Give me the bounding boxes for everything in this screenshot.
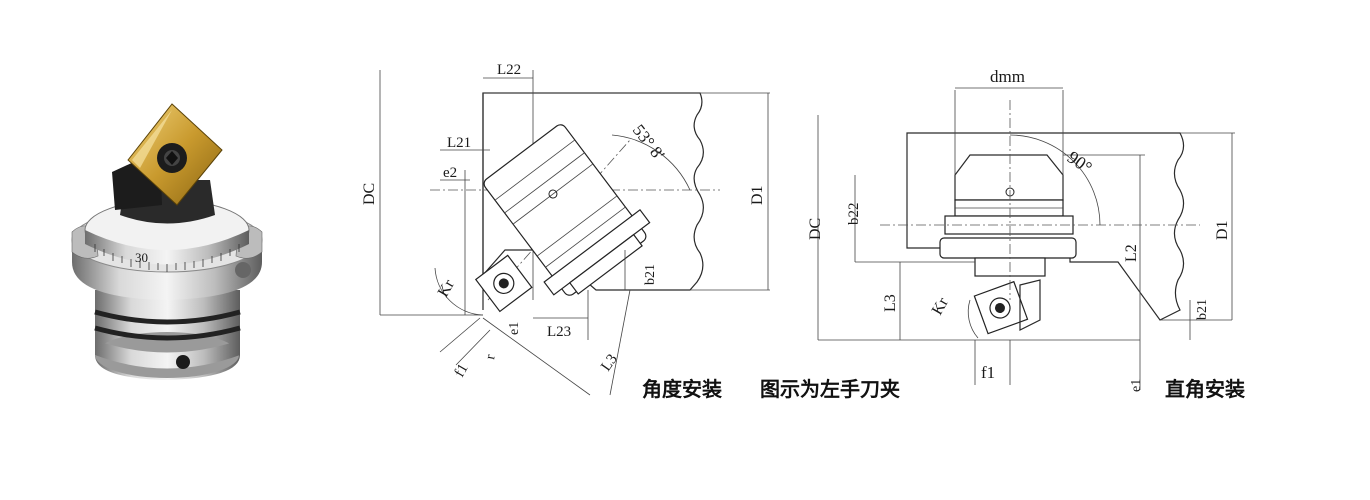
dim-label-e2: e2: [443, 165, 457, 181]
dim-label-e1-right: e1: [1129, 379, 1144, 392]
dim-label-r: r: [483, 353, 499, 361]
dim-label-f1: f1: [452, 361, 472, 380]
angle-mount-drawing: L22 L21 e2 DC D1 53° 8′ Kr b21 e1 L23 L3…: [361, 62, 770, 396]
angle-label-90: 90°: [1064, 147, 1096, 178]
dim-label-dc-right: DC: [807, 218, 824, 240]
caption-angle-mount: 角度安装: [642, 377, 722, 401]
dim-label-d1: D1: [749, 185, 766, 205]
dim-label-l2: L2: [1123, 244, 1140, 262]
screw-hole-icon: [176, 355, 190, 369]
dim-label-l23: L23: [547, 324, 571, 340]
dim-label-l3-right: L3: [882, 294, 899, 312]
dim-label-f1-right: f1: [981, 363, 995, 382]
dim-label-b21: b21: [643, 264, 658, 285]
angle-label-kr: Kr: [435, 276, 458, 300]
dim-label-d1-right: D1: [1214, 220, 1231, 240]
caption-right-angle-mount: 直角安装: [1165, 377, 1245, 401]
angle-label-kr-right: Kr: [929, 294, 952, 318]
caption-left-hand-note: 图示为左手刀夹: [760, 377, 900, 401]
dim-label-l22: L22: [497, 62, 521, 78]
dim-label-l3: L3: [598, 351, 621, 374]
dim-label-b22: b22: [846, 203, 862, 226]
dial-number: 30: [135, 250, 148, 265]
dim-label-e1: e1: [507, 322, 522, 335]
dim-label-dmm: dmm: [990, 67, 1025, 86]
angle-label-53: 53° 8′: [629, 121, 669, 164]
dim-label-dc: DC: [361, 183, 378, 205]
right-angle-mount-drawing: dmm 90° DC b22 L2 D1 L3 Kr b21 f1 e1: [807, 67, 1235, 392]
dim-label-b21-right: b21: [1195, 299, 1210, 320]
dim-label-l21: L21: [447, 135, 471, 151]
tool-holder-photo: 30: [71, 103, 263, 380]
